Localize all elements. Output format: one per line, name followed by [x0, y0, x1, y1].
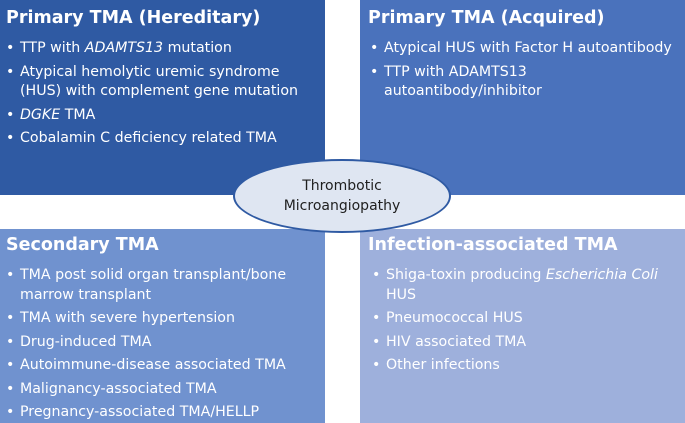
list-item: • HIV associated TMA — [372, 333, 682, 353]
list-item: • TMA post solid organ transplant/bone ma… — [6, 266, 321, 305]
bullet-icon: • — [6, 106, 15, 123]
secondary-title: Secondary TMA — [6, 235, 159, 255]
item-text: HIV associated TMA — [386, 333, 527, 350]
hereditary-title: Primary TMA (Hereditary) — [6, 8, 261, 28]
bullet-icon: • — [6, 310, 15, 326]
bullet-icon: • — [372, 267, 381, 283]
acquired-list: • Atypical HUS with Factor H autoantibody… — [370, 39, 680, 106]
list-item: • Pregnancy-associated TMA/HELLP — [6, 403, 321, 423]
list-item: • Other infections — [372, 356, 682, 376]
bullet-icon: • — [372, 333, 381, 350]
bullet-icon: • — [372, 310, 381, 326]
infection-title: Infection-associated TMA — [368, 235, 618, 255]
item-text: TMA post solid organ transplant/bone mar… — [20, 267, 287, 303]
secondary-panel: Secondary TMA • TMA post solid organ tran… — [0, 229, 325, 423]
item-text: mutation — [163, 40, 232, 56]
item-italic-text: DGKE — [20, 106, 61, 123]
item-text: Shiga-toxin producing — [386, 267, 546, 283]
infection-list: •Shiga-toxin producing Escherichia Coli … — [372, 266, 682, 380]
bullet-icon: • — [370, 63, 379, 80]
item-text: Pneumococcal HUS — [386, 310, 523, 326]
bullet-icon: • — [6, 130, 15, 146]
center-label-line1: Thrombotic — [302, 178, 382, 194]
acquired-title: Primary TMA (Acquired) — [368, 8, 605, 28]
item-text: Malignancy-associated TMA — [20, 380, 217, 397]
list-item: • DGKE TMA — [6, 106, 321, 126]
item-text: HUS — [386, 286, 417, 303]
item-text: Atypical hemolytic uremic syndrome (HUS)… — [20, 63, 299, 100]
list-item: • TTP with ADAMTS13 autoantibody/inhibito… — [370, 63, 680, 102]
item-text: TMA — [60, 106, 96, 123]
hereditary-panel: Primary TMA (Hereditary) • TTP with ADAMT… — [0, 0, 325, 195]
list-item: • Pneumococcal HUS — [372, 309, 682, 329]
center-ellipse: Thrombotic Microangiopathy — [233, 159, 451, 233]
infection-panel: Infection-associated TMA • Shiga-toxin pr… — [360, 229, 685, 423]
bullet-icon: • — [6, 404, 15, 420]
acquired-panel: Primary TMA (Acquired) • Atypical HUS wit… — [360, 0, 685, 195]
secondary-list: • TMA post solid organ transplant/bone ma… — [6, 266, 321, 423]
item-text: Autoimmune-disease associated TMA — [20, 357, 286, 373]
item-italic-text: Escherichia Coli — [545, 267, 658, 283]
list-item: • Malignancy-associated TMA — [6, 380, 321, 400]
item-text: Drug-induced TMA — [20, 333, 152, 350]
item-text: Other infections — [386, 357, 500, 373]
hereditary-list: • TTP with ADAMTS13 mutation • Atypical he… — [6, 39, 321, 153]
bullet-icon: • — [6, 333, 15, 350]
list-item: • TMA with severe hypertension — [6, 309, 321, 329]
bullet-icon: • — [6, 40, 15, 56]
list-item: • Atypical HUS with Factor H autoantibody — [370, 39, 680, 59]
list-item: •Shiga-toxin producing Escherichia Coli … — [372, 266, 682, 305]
item-text: Pregnancy-associated TMA/HELLP — [20, 404, 260, 420]
list-item: • Drug-induced TMA — [6, 333, 321, 353]
bullet-icon: • — [370, 40, 379, 56]
item-text: TMA with severe hypertension — [20, 310, 235, 326]
list-item: • Atypical hemolytic uremic syndrome (HUS… — [6, 63, 321, 102]
item-italic-text: ADAMTS13 — [84, 40, 164, 56]
bullet-icon: • — [6, 63, 15, 80]
item-text: TTP with — [20, 40, 85, 56]
list-item: • Cobalamin C deficiency related TMA — [6, 129, 321, 149]
bullet-icon: • — [372, 357, 381, 373]
bullet-icon: • — [6, 357, 15, 373]
item-text: Atypical HUS with Factor H autoantibody — [384, 40, 672, 56]
list-item: • Autoimmune-disease associated TMA — [6, 356, 321, 376]
list-item: • TTP with ADAMTS13 mutation — [6, 39, 321, 59]
center-label-line2: Microangiopathy — [283, 198, 401, 214]
bullet-icon: • — [6, 380, 15, 397]
item-text: TTP with ADAMTS13 autoantibody/inhibitor — [384, 63, 542, 100]
bullet-icon: • — [6, 267, 15, 283]
item-text: Cobalamin C deficiency related TMA — [20, 130, 277, 146]
